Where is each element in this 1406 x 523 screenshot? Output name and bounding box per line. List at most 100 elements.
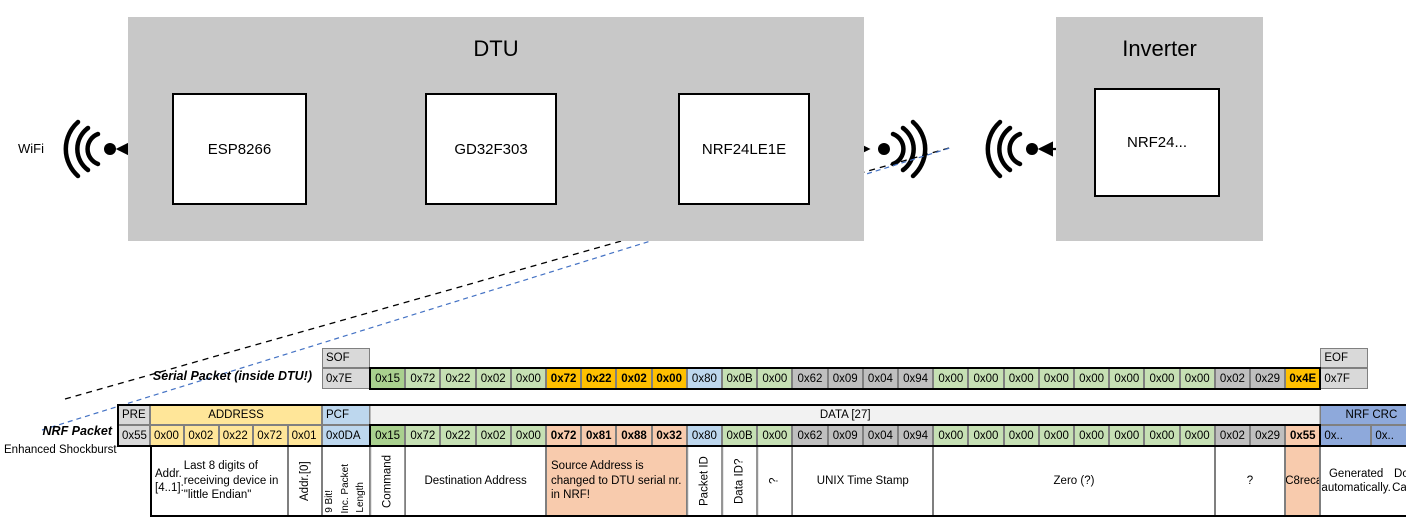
serial-byte-2: 0x22 (440, 368, 476, 389)
desc-command-line-0: Command (381, 454, 394, 508)
desc-unix-time-stamp: UNIX Time Stamp (792, 446, 934, 516)
serial-byte-11: 0x00 (757, 368, 793, 389)
nrf-pcf-value: 0x0DA (322, 425, 370, 446)
desc-zero: Zero (?) (933, 446, 1215, 516)
serial-byte-9: 0x80 (686, 368, 722, 389)
desc-unix-time-stamp-line-0: UNIX Time Stamp (816, 474, 909, 487)
nrf-byte-9: 0x80 (686, 425, 722, 446)
nrf-address-byte-3: 0x72 (253, 425, 288, 446)
nrf-byte-25: 0x29 (1250, 425, 1286, 446)
serial-byte-10: 0x0B (722, 368, 758, 389)
nrf-pcf-header: PCF (322, 405, 370, 425)
nrf-crc-byte-0: 0x.. (1320, 425, 1372, 446)
nrf-byte-5: 0x72 (546, 425, 582, 446)
serial-byte-23: 0x00 (1179, 368, 1215, 389)
nrf-byte-0: 0x15 (370, 425, 406, 446)
nrf-byte-7: 0x88 (616, 425, 652, 446)
serial-byte-19: 0x00 (1038, 368, 1074, 389)
desc-packet-id-line-0: Packet ID (698, 456, 711, 506)
chip-gd32f303-label: GD32F303 (454, 140, 528, 158)
serial-byte-25: 0x29 (1250, 368, 1286, 389)
nrf-byte-12: 0x62 (792, 425, 828, 446)
antenna-dot-inverter (1026, 143, 1038, 155)
nrf-byte-16: 0x00 (933, 425, 969, 446)
serial-byte-8: 0x00 (651, 368, 687, 389)
nrf-crc-header: NRF CRC (1320, 405, 1406, 425)
serial-byte-1: 0x72 (405, 368, 441, 389)
chip-nrf24[interactable]: NRF24... (1094, 88, 1220, 197)
nrf-byte-17: 0x00 (968, 425, 1004, 446)
nrf-address-byte-1: 0x02 (184, 425, 219, 446)
serial-eof-header: EOF (1320, 348, 1369, 368)
serial-byte-14: 0x04 (862, 368, 898, 389)
nrf-address-header: ADDRESS (150, 405, 322, 425)
nrf-packet-sublabel: Enhanced Shockburst (4, 444, 117, 456)
antenna-dot (104, 143, 116, 155)
chip-nrf24-label: NRF24... (1126, 134, 1187, 151)
desc-packet-id: Packet ID (686, 446, 722, 516)
desc-destination-address: Destination Address (405, 446, 546, 516)
serial-sof-header: SOF (322, 348, 370, 368)
serial-byte-18: 0x00 (1003, 368, 1039, 389)
desc-address: Addr. [4..1]:Last 8 digits of receiving … (150, 446, 288, 516)
serial-byte-12: 0x62 (792, 368, 828, 389)
desc-pcf-pcf-line1: 9 Bit! (324, 490, 336, 513)
desc-data-id-line-0: Data ID? (733, 458, 746, 504)
nrf-byte-4: 0x00 (510, 425, 546, 446)
serial-byte-13: 0x09 (827, 368, 863, 389)
desc-command: Command (370, 446, 406, 516)
wifi-label: WiFi (18, 141, 44, 156)
serial-byte-21: 0x00 (1109, 368, 1145, 389)
desc-question-line-0: ? (768, 477, 781, 485)
inverter-title: Inverter (1122, 36, 1197, 61)
nrf-byte-18: 0x00 (1003, 425, 1039, 446)
nrf-packet-label: NRF Packet (42, 424, 112, 438)
nrf-byte-1: 0x72 (405, 425, 441, 446)
nrf-byte-24: 0x02 (1214, 425, 1250, 446)
nrf-byte-6: 0x81 (581, 425, 617, 446)
serial-byte-4: 0x00 (510, 368, 546, 389)
nrf-byte-8: 0x32 (651, 425, 687, 446)
desc-address-line-0: Addr. [4..1]: (155, 467, 184, 494)
desc-crc8: CRC8recalc.! (1285, 446, 1321, 516)
desc-data-id: Data ID? (722, 446, 758, 516)
desc-address-line-1: Last 8 digits of receiving device in "li… (183, 460, 279, 502)
serial-byte-5: 0x72 (546, 368, 582, 389)
nrf-byte-3: 0x02 (475, 425, 511, 446)
desc-nrf-crc-note-line-0: Generated automatically. (1321, 467, 1391, 494)
serial-byte-20: 0x00 (1074, 368, 1110, 389)
desc-source-address: Source Address is changed to DTU serial … (546, 446, 687, 516)
nrf-address-byte-4: 0x01 (287, 425, 322, 446)
desc-destination-address-line-0: Destination Address (424, 474, 527, 487)
chip-gd32f303[interactable]: GD32F303 (425, 93, 557, 205)
chip-esp8266[interactable]: ESP8266 (172, 93, 307, 205)
wifi-antenna-icon (63, 119, 101, 179)
chip-nrf24le1e[interactable]: NRF24LE1E (678, 93, 810, 205)
nrf-pre-value: 0x55 (118, 425, 150, 446)
nrf-byte-15: 0x94 (898, 425, 934, 446)
desc-nrf-crc-note: Generated automatically.Dont Care! (1320, 446, 1406, 516)
serial-eof-value: 0x7F (1320, 368, 1369, 389)
rf-antenna-inverter-icon (985, 119, 1023, 179)
nrf-data-header: DATA [27] (370, 405, 1321, 425)
desc-nrf-crc-note-line-1: Dont Care! (1392, 467, 1406, 494)
nrf-byte-22: 0x00 (1144, 425, 1180, 446)
nrf-byte-19: 0x00 (1038, 425, 1074, 446)
serial-byte-7: 0x02 (616, 368, 652, 389)
desc-question2-line-0: ? (1246, 474, 1254, 487)
serial-byte-24: 0x02 (1214, 368, 1250, 389)
desc-crc8-line-0: CRC8 (1285, 474, 1300, 487)
nrf-byte-2: 0x22 (440, 425, 476, 446)
nrf-byte-11: 0x00 (757, 425, 793, 446)
serial-byte-15: 0x94 (898, 368, 934, 389)
chip-esp8266-label: ESP8266 (207, 140, 272, 158)
desc-crc8-line-1: recalc. (1299, 474, 1319, 487)
nrf-byte-21: 0x00 (1109, 425, 1145, 446)
dtu-title: DTU (473, 36, 519, 61)
serial-byte-26: 0x4E (1285, 368, 1321, 389)
desc-pcf-pcf-line2: Inc. Packet (339, 463, 351, 513)
serial-byte-0: 0x15 (370, 368, 406, 389)
nrf-byte-14: 0x04 (862, 425, 898, 446)
serial-byte-22: 0x00 (1144, 368, 1180, 389)
